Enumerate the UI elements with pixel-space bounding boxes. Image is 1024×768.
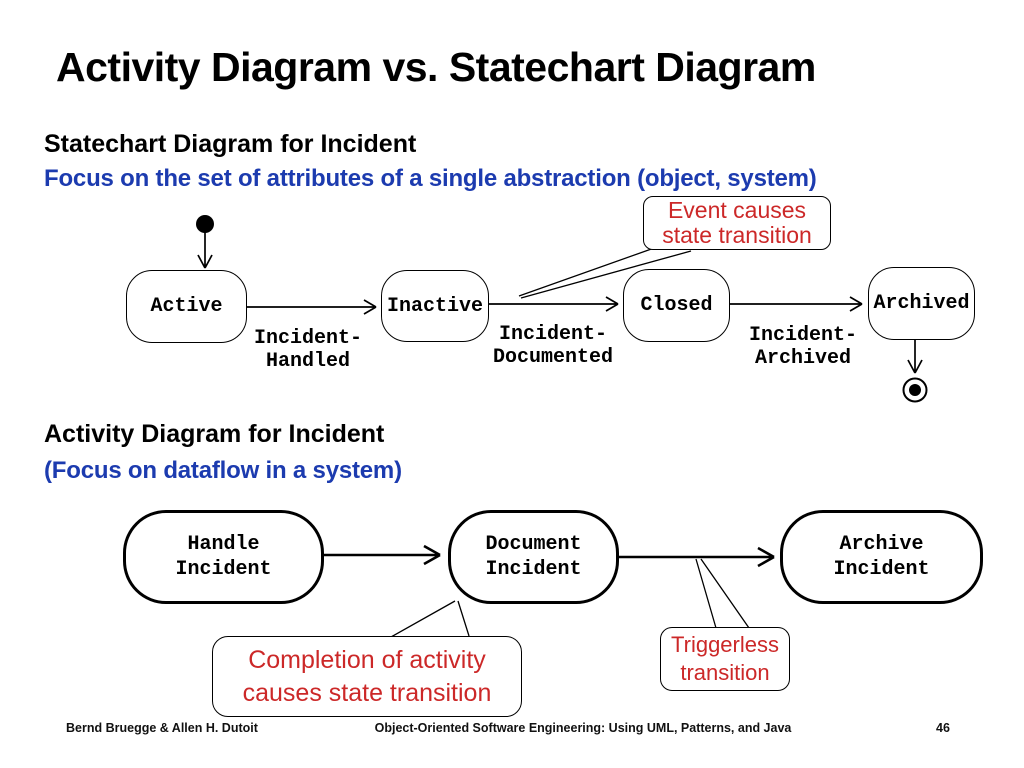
transition-arrow-closed-archived [729, 296, 863, 312]
final-state-icon [902, 377, 928, 403]
transition-label-incident-archived: Incident- Archived [703, 324, 903, 370]
page-title: Activity Diagram vs. Statechart Diagram [56, 44, 816, 90]
footer-book-title: Object-Oriented Software Engineering: Us… [374, 721, 792, 735]
statechart-section-subheading: Focus on the set of attributes of a sing… [44, 165, 817, 192]
activity-node-document-incident: Document Incident [448, 510, 619, 604]
activity-section-heading: Activity Diagram for Incident [44, 420, 385, 448]
transition-label-incident-documented: Incident- Documented [453, 323, 653, 369]
activity-node-line: Archive [839, 533, 924, 556]
state-inactive: Inactive [381, 270, 489, 342]
activity-node-line: Incident [833, 558, 930, 581]
footer-page-number: 46 [936, 721, 950, 735]
callout-line: Completion of activity [248, 645, 486, 674]
transition-arrow-archived-final [907, 339, 923, 374]
transition-label-line: Documented [492, 346, 614, 369]
state-active: Active [126, 270, 247, 343]
activity-node-line: Handle [187, 533, 260, 556]
flow-arrow-handle-document [319, 544, 441, 566]
activity-node-line: Incident [485, 558, 582, 581]
callout-completion-of-activity: Completion of activity causes state tran… [212, 636, 522, 717]
transition-arrow-active-inactive [246, 299, 377, 315]
callout-triggerless-transition: Triggerless transition [660, 627, 790, 691]
transition-label-line: Incident- [748, 324, 858, 347]
activity-section-subheading: (Focus on dataflow in a system) [44, 457, 402, 484]
flow-arrow-document-archive [614, 546, 775, 568]
footer-authors: Bernd Bruegge & Allen H. Dutoit [66, 721, 258, 735]
event-callout-tail [518, 246, 692, 299]
triggerless-callout-tail [695, 558, 750, 629]
callout-line: state transition [662, 222, 812, 248]
transition-label-line: Incident- [253, 327, 363, 350]
callout-line: Triggerless [671, 632, 779, 657]
transition-label-line: Incident- [498, 323, 608, 346]
activity-node-line: Incident [175, 558, 272, 581]
activity-node-line: Document [485, 533, 582, 556]
transition-label-incident-handled: Incident- Handled [208, 327, 408, 373]
callout-line: Event causes [667, 197, 807, 223]
activity-node-handle-incident: Handle Incident [123, 510, 324, 604]
statechart-section-heading: Statechart Diagram for Incident [44, 130, 417, 158]
callout-line: causes state transition [242, 678, 492, 707]
completion-callout-tail [390, 600, 470, 638]
state-archived: Archived [868, 267, 975, 340]
activity-node-archive-incident: Archive Incident [780, 510, 983, 604]
initial-state-icon [196, 215, 214, 269]
callout-line: transition [680, 660, 770, 685]
transition-label-line: Handled [265, 350, 350, 373]
transition-label-line: Archived [754, 347, 851, 370]
callout-event-causes-state-transition: Event causes state transition [643, 196, 831, 250]
transition-arrow-inactive-closed [488, 296, 619, 312]
state-closed: Closed [623, 269, 730, 342]
